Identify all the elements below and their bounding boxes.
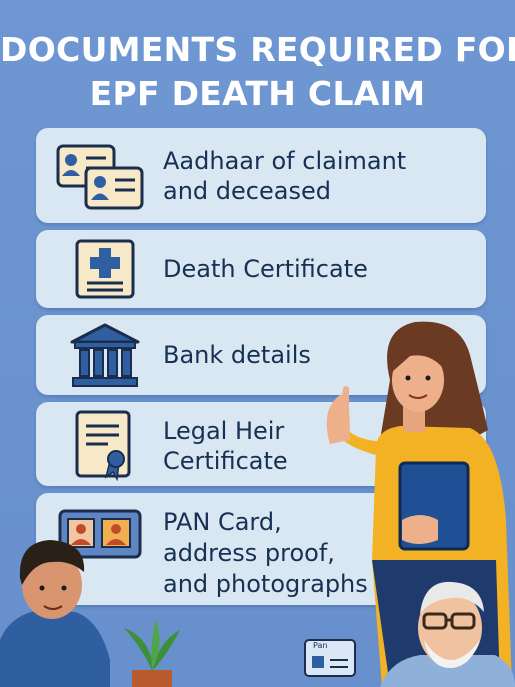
document-label: Death Certificate [163, 255, 368, 283]
bank-building-icon [70, 323, 140, 387]
document-label: Bank details [163, 341, 311, 369]
medical-certificate-icon [75, 239, 135, 299]
title-line-2: EPF DEATH CLAIM [89, 74, 426, 113]
document-label-line: Certificate [163, 447, 288, 475]
plant-illustration [124, 620, 180, 687]
title-line-1: DOCUMENTS REQUIRED FOR [0, 30, 515, 69]
photo-id-icon [58, 509, 142, 559]
document-label-line: and deceased [163, 177, 331, 205]
document-label: PAN Card, address proof, and photographs [163, 507, 368, 600]
document-label-line: address proof, [163, 539, 335, 567]
document-card-bank-details: Bank details [36, 315, 486, 395]
document-card-legal-heir: Legal Heir Certificate [36, 402, 486, 486]
certificate-ribbon-icon [75, 410, 131, 481]
document-card-death-certificate: Death Certificate [36, 230, 486, 308]
document-card-pan: PAN Card, address proof, and photographs [36, 493, 486, 605]
document-card-aadhaar: Aadhaar of claimant and deceased [36, 128, 486, 223]
document-label-line: Aadhaar of claimant [163, 147, 407, 175]
document-label-line: Legal Heir [163, 417, 285, 445]
document-label-line: PAN Card, [163, 508, 282, 536]
id-cards-icon [56, 144, 144, 210]
page-title: DOCUMENTS REQUIRED FOR EPF DEATH CLAIM [0, 28, 515, 116]
pan-badge-label: Pan [313, 641, 328, 650]
document-label: Legal Heir Certificate [163, 416, 288, 476]
document-label: Aadhaar of claimant and deceased [163, 146, 406, 206]
document-label-line: and photographs [163, 570, 368, 598]
